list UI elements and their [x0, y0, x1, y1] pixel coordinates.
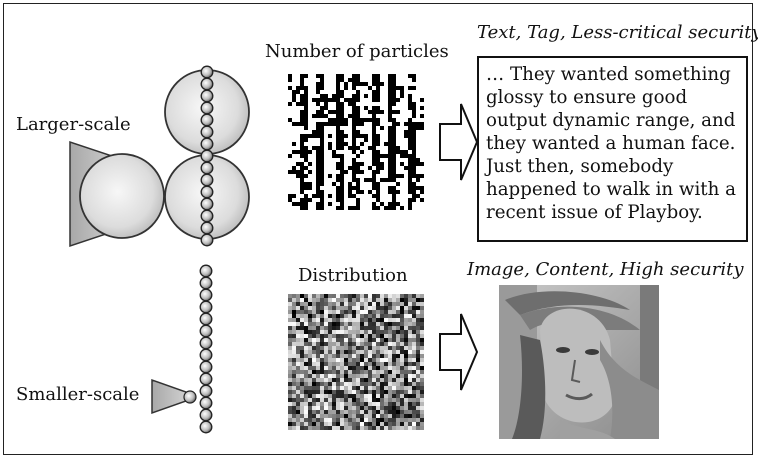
arrow-to-text: [439, 103, 479, 181]
larger-scale-label: Larger-scale: [16, 114, 131, 135]
bead: [199, 300, 213, 314]
bead: [200, 161, 214, 175]
bead: [199, 276, 213, 290]
bead: [200, 101, 214, 115]
bead: [200, 113, 214, 127]
bead: [199, 360, 213, 374]
bead-chain-large: [200, 65, 214, 247]
bead: [200, 149, 214, 163]
bead: [200, 221, 214, 235]
bead: [199, 324, 213, 338]
particle-number-pattern: [288, 74, 424, 210]
bead: [200, 125, 214, 139]
bead: [199, 372, 213, 386]
bead: [199, 408, 213, 422]
bead: [200, 77, 214, 91]
large-sphere-left: [79, 153, 165, 239]
bead: [199, 312, 213, 326]
portrait-image: [499, 285, 659, 439]
bead: [200, 65, 214, 79]
arrow-to-image: [439, 313, 479, 391]
bead: [199, 264, 213, 278]
bead: [200, 89, 214, 103]
bead: [200, 233, 214, 247]
text-caption: Text, Tag, Less-critical security: [477, 22, 758, 43]
smaller-scale-label: Smaller-scale: [16, 384, 140, 405]
bead: [200, 137, 214, 151]
bead: [199, 396, 213, 410]
number-of-particles-label: Number of particles: [265, 41, 449, 62]
small-sphere: [183, 390, 197, 404]
bead: [199, 384, 213, 398]
bead-chain-small: [199, 264, 213, 434]
bead: [200, 173, 214, 187]
small-probe-tip: [151, 378, 187, 415]
bead: [199, 336, 213, 350]
quote-text-box: … They wanted something glossy to ensure…: [477, 56, 748, 242]
bead: [199, 288, 213, 302]
bead: [200, 209, 214, 223]
distribution-label: Distribution: [298, 265, 408, 286]
bead: [199, 348, 213, 362]
bead: [200, 197, 214, 211]
bead: [200, 185, 214, 199]
bead: [199, 420, 213, 434]
particle-distribution-pattern: [288, 294, 424, 430]
image-caption: Image, Content, High security: [467, 259, 744, 280]
